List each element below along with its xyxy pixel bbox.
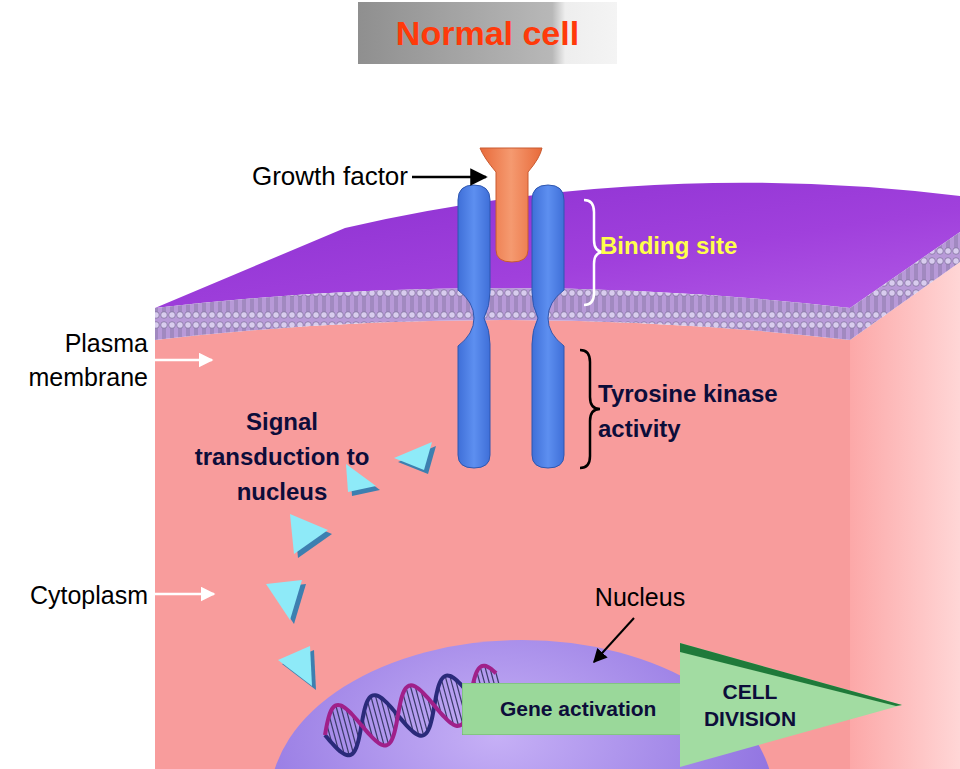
part-label: Cytoplasm [2,580,148,611]
node-text: Gene activation [500,696,656,721]
part-label: Nucleus [570,582,710,613]
region-label: Binding site [600,231,820,261]
bracket [580,350,600,468]
leader-arrow [152,359,212,362]
leader-arrow [152,593,214,596]
leader-arrow [412,176,486,179]
cytoplasm-face [155,320,850,769]
region-label: Tyrosine kinase activity [598,377,798,447]
growth-factor-molecule [480,148,542,262]
title-panel [358,2,617,64]
cell-side-face [850,262,960,769]
process-label: Signal transduction to nucleus [182,405,382,509]
part-label: Plasma membrane [2,327,148,395]
leader-arrow [594,618,634,662]
part-label: Growth factor [160,160,408,193]
node-text: CELL DIVISION [690,678,810,733]
outcome-arrow: CELL DIVISION [680,643,902,767]
process-arrow: Gene activation [462,683,702,735]
lipid-bilayer [850,232,960,340]
arrow-head [680,643,902,767]
diagram-title: Normal cell [358,13,617,53]
lipid-bilayer [155,288,850,340]
